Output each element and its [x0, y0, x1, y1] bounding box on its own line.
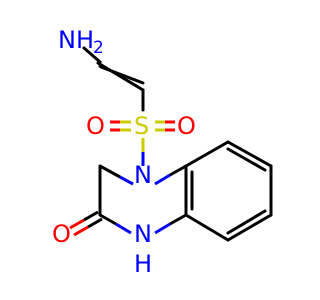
ring-nitrogen-bottom-hydrogen: H [134, 250, 152, 278]
ring-nitrogen-bottom-label: N H [134, 220, 152, 278]
bond-amine-c1 [82, 46, 102, 64]
amine-label: NH 2 [58, 26, 104, 58]
ring-nitrogen-bottom-symbol: N [134, 220, 152, 248]
sulfur-label: S [134, 112, 149, 140]
bond-nh-c8a [154, 213, 187, 235]
bond-s-o-right [155, 120, 175, 132]
bond-carbonyl-nh [99, 213, 132, 235]
bond-carbonyl-c-o [69, 210, 103, 237]
bond-c2-c3 [96, 61, 145, 92]
bond-n-c4a [154, 164, 187, 186]
carbonyl-oxygen-label: O [52, 220, 71, 248]
bond-chain [98, 61, 145, 85]
ring-nitrogen-top-label: N [134, 161, 152, 189]
sulfonyl-oxygen-left-label: O [86, 112, 105, 140]
amine-subscript: 2 [93, 38, 104, 58]
sulfonyl-oxygen-right-label: O [177, 112, 196, 140]
amine-symbol: NH [58, 26, 94, 54]
benzene-ring [184, 140, 273, 242]
molecule-diagram: NH 2 S O O N O N H [52, 26, 273, 278]
bond-n-ch2 [99, 164, 134, 186]
bond-s-o-left [110, 120, 131, 132]
